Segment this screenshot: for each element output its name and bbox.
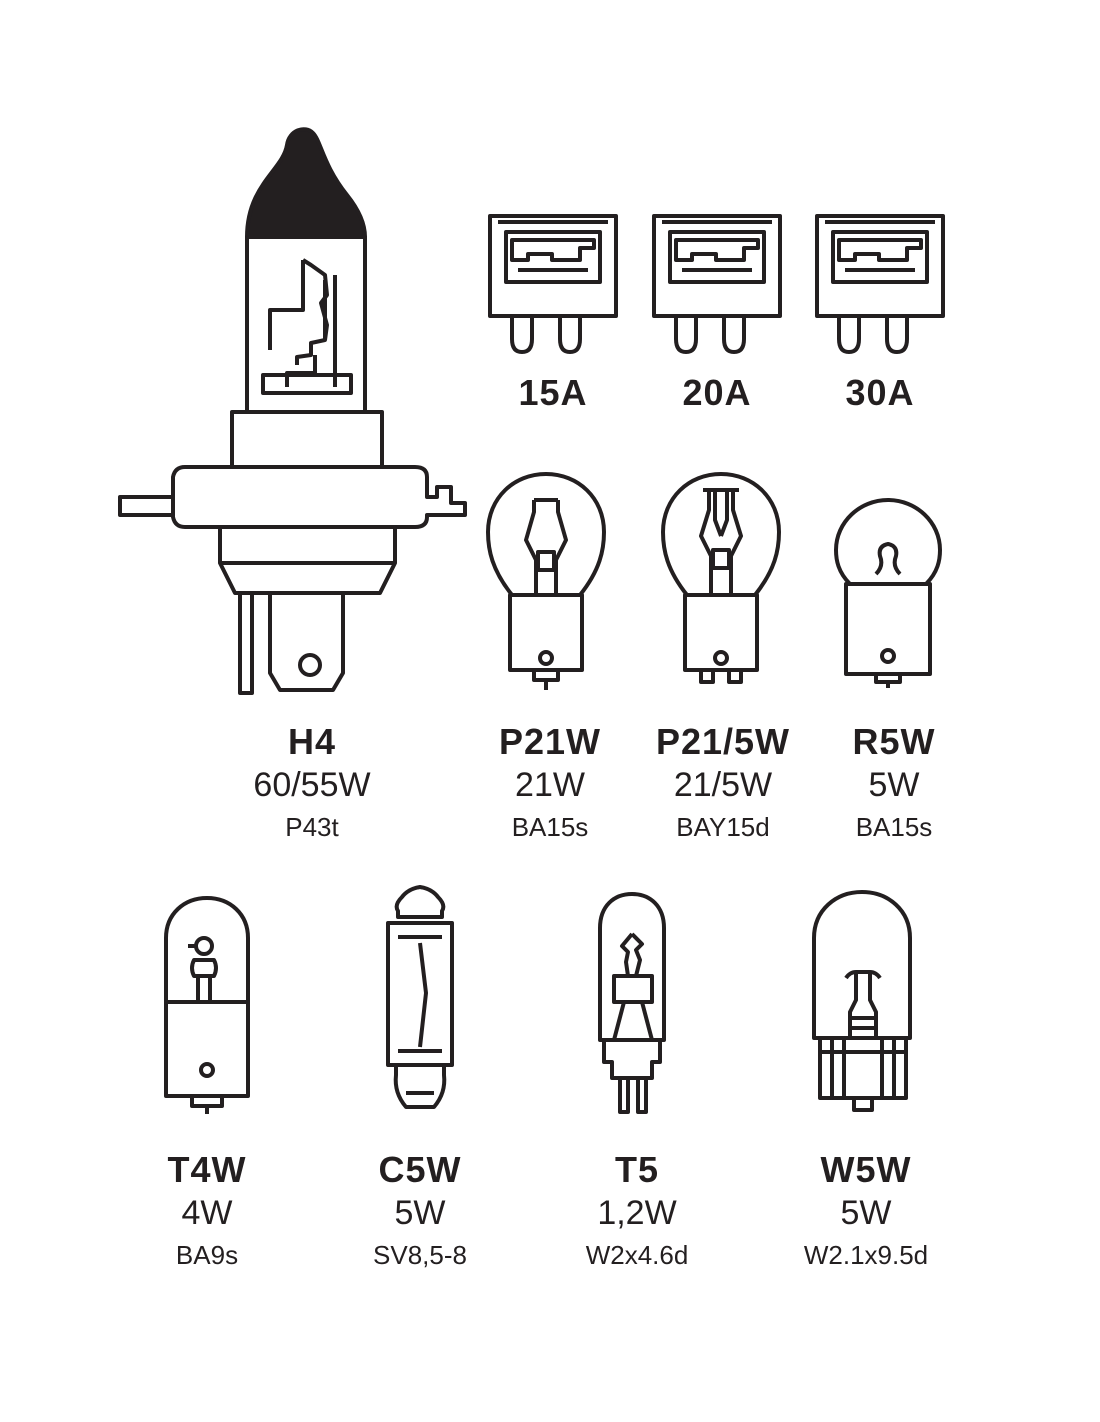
bulb-wattage: 21W [515, 766, 585, 804]
bulb-base: BA9s [175, 1240, 239, 1270]
bulb-base: W2.1x9.5d [803, 1240, 929, 1270]
t4w-bulb-icon [162, 894, 252, 1116]
bulb-base: BAY15d [676, 812, 770, 842]
c5w-bulb-icon [384, 883, 456, 1118]
bulb-label-c5w: C5W 5W SV8,5-8 [330, 1149, 510, 1270]
bulb-name: T4W [167, 1149, 247, 1190]
bulb-name: R5W [852, 721, 936, 762]
h4-bulb-icon [115, 125, 475, 700]
fuse-label-15a: 15A [518, 372, 588, 413]
bulb-name: C5W [378, 1149, 462, 1190]
bulb-label-w5w: W5W 5W W2.1x9.5d [766, 1149, 966, 1270]
fuse-20a-icon [652, 214, 782, 356]
p21w-bulb-icon [484, 470, 609, 695]
w5w-bulb-icon [810, 888, 915, 1118]
bulb-wattage: 21/5W [673, 766, 773, 804]
bulb-name: P21/5W [655, 721, 791, 762]
bulb-label-t4w: T4W 4W BA9s [127, 1149, 287, 1270]
p21-5w-bulb-icon [659, 470, 784, 695]
fuse-label-30a: 30A [845, 372, 915, 413]
bulb-wattage: 5W [840, 1194, 892, 1232]
bulb-wattage: 60/55W [253, 766, 371, 804]
t5-bulb-icon [596, 890, 668, 1120]
bulb-base: SV8,5-8 [373, 1240, 467, 1270]
bulb-wattage: 5W [868, 766, 920, 804]
bulb-label-r5w: R5W 5W BA15s [814, 721, 974, 842]
bulb-label-p21-5w: P21/5W 21/5W BAY15d [633, 721, 813, 842]
r5w-bulb-icon [832, 496, 944, 691]
fuse-label-20a: 20A [682, 372, 752, 413]
fuse-30a-icon [815, 214, 945, 356]
bulb-base: W2x4.6d [585, 1240, 689, 1270]
bulb-name: H4 [287, 721, 337, 762]
bulb-base: BA15s [855, 812, 933, 842]
fuse-15a-icon [488, 214, 618, 356]
bulb-label-t5: T5 1,2W W2x4.6d [547, 1149, 727, 1270]
bulb-name: P21W [498, 721, 602, 762]
bulb-base: P43t [285, 812, 339, 842]
bulb-base: BA15s [511, 812, 589, 842]
bulb-name: T5 [614, 1149, 659, 1190]
bulb-wattage: 5W [394, 1194, 446, 1232]
bulb-name: W5W [820, 1149, 912, 1190]
bulb-wattage: 4W [181, 1194, 233, 1232]
bulb-label-h4: H4 60/55W P43t [232, 721, 392, 842]
bulb-label-p21w: P21W 21W BA15s [470, 721, 630, 842]
bulb-wattage: 1,2W [597, 1194, 677, 1232]
